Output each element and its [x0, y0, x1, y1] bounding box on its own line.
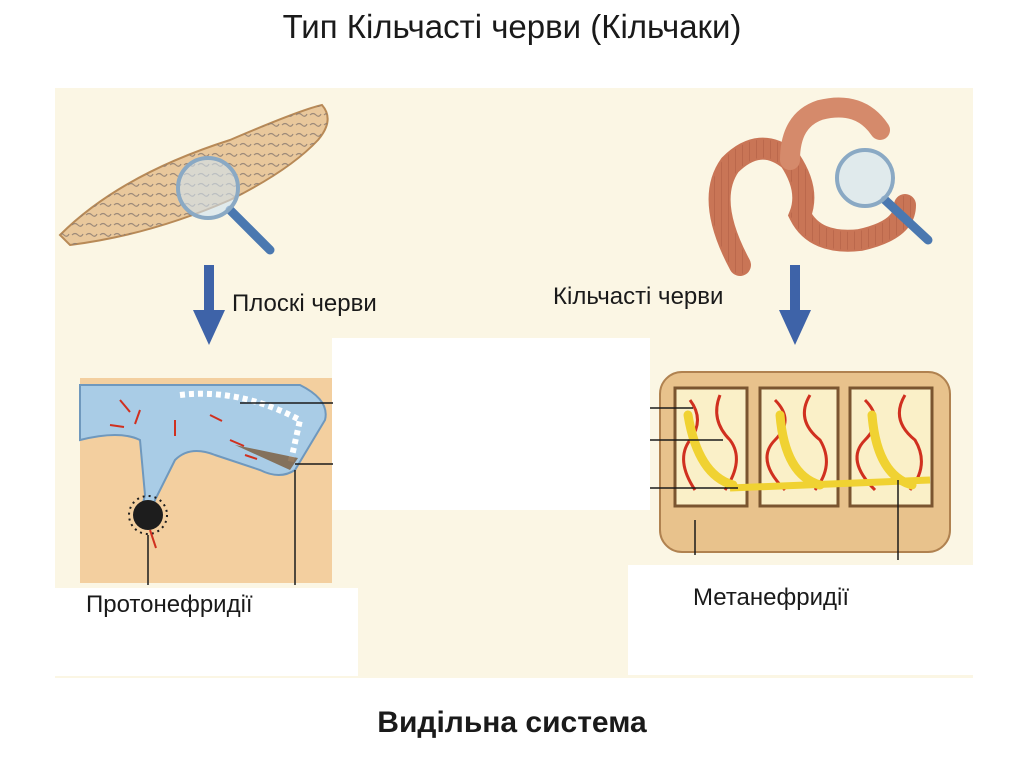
flatworm-label: Плоскі черви [232, 290, 377, 318]
slide-footer: Видільна система [0, 706, 1024, 740]
protonephridia-caption: Протонефридії [86, 591, 253, 619]
annelid-label: Кільчасті черви [553, 283, 723, 311]
metanephridia-caption: Метанефридії [693, 584, 849, 612]
